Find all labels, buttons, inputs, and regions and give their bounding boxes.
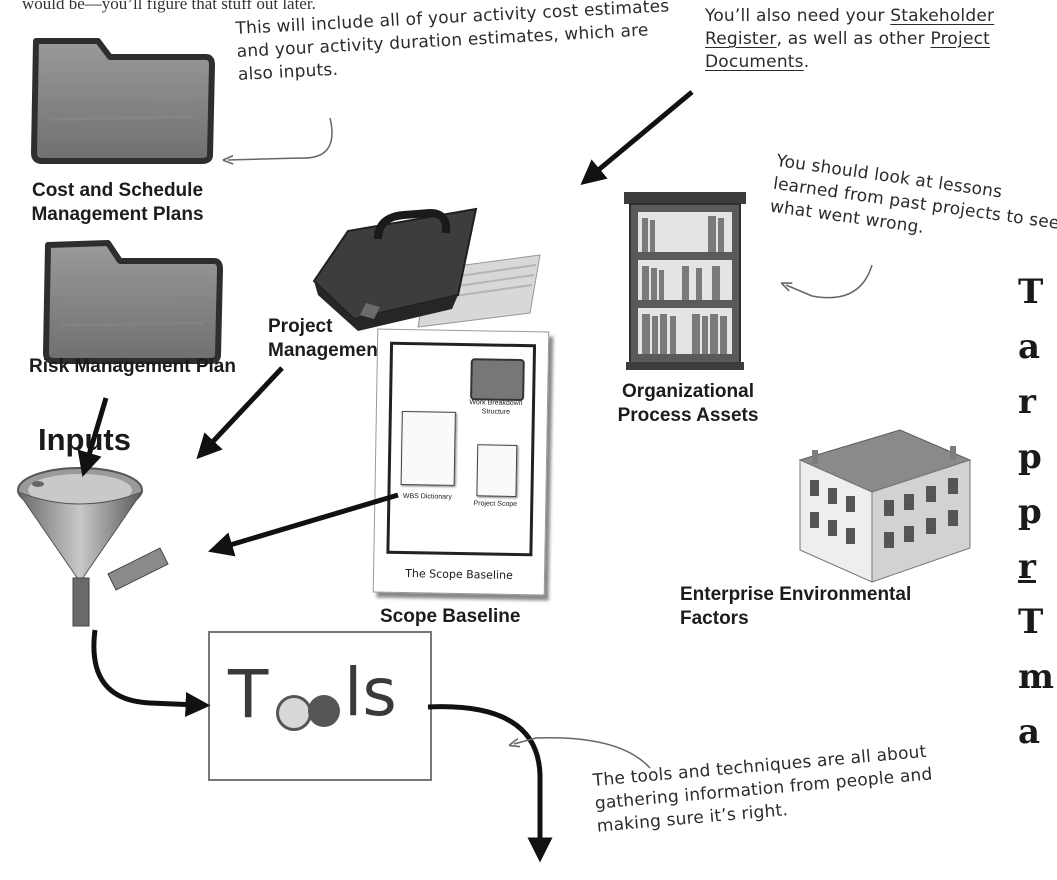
side-letter-7: T [1018,602,1044,642]
funnel-icon [8,462,173,632]
stakeholder-note-mid: , as well as other [776,29,931,49]
arrow-stakeholder [580,90,694,186]
tools-card: T ls [208,631,432,781]
side-letter-3: r [1018,382,1036,422]
eef-label: Enterprise Environmental Factors [680,584,912,629]
arrow-tools-out [427,704,553,863]
thin-arrow-tools [514,737,651,769]
cost-schedule-label: Cost and Schedule Management Plans [31,180,204,225]
stakeholder-note-pre: You’ll also need your [705,6,891,26]
side-letter-1: T [1018,272,1044,312]
arrow-risk [77,397,109,477]
stakeholder-note: You’ll also need your Stakeholder Regist… [705,5,1025,74]
opa-label: Organizational Process Assets [617,381,759,426]
side-letter-2: a [1018,327,1041,367]
building-icon [780,420,980,585]
tape-measure-icon [308,695,340,727]
side-text-column: T a r p p r T m a [1018,265,1057,760]
scope-baseline-label: Scope Baseline [380,606,521,627]
side-letter-9: a [1018,712,1041,752]
briefcase-icon [308,195,548,335]
thin-arrow-lessons [786,264,873,299]
tools-letters-ls: ls [344,654,397,731]
stakeholder-register-text: Stakeholder Register [705,6,995,49]
side-letter-6: r [1018,547,1036,587]
risk-plan-folder-icon [40,237,225,367]
side-letter-8: m [1018,657,1054,697]
side-letter-4: p [1018,437,1042,477]
funnel-to-tools-arrow [91,629,211,717]
thin-arrow-cost-note [228,117,333,160]
cost-schedule-folder-icon [28,35,216,165]
stakeholder-note-end: . [803,52,810,72]
arrow-pm-plan [196,366,284,460]
tools-letter-t: T [228,656,269,733]
arrow-scope [208,492,399,557]
bookcase-icon [622,190,748,372]
header-fragment: would be—you’ll figure that stuff out la… [22,0,316,13]
side-letter-5: p [1018,492,1042,532]
project-documents-text: Project Documents [705,29,991,72]
risk-plan-label: Risk Management Plan [29,356,236,377]
